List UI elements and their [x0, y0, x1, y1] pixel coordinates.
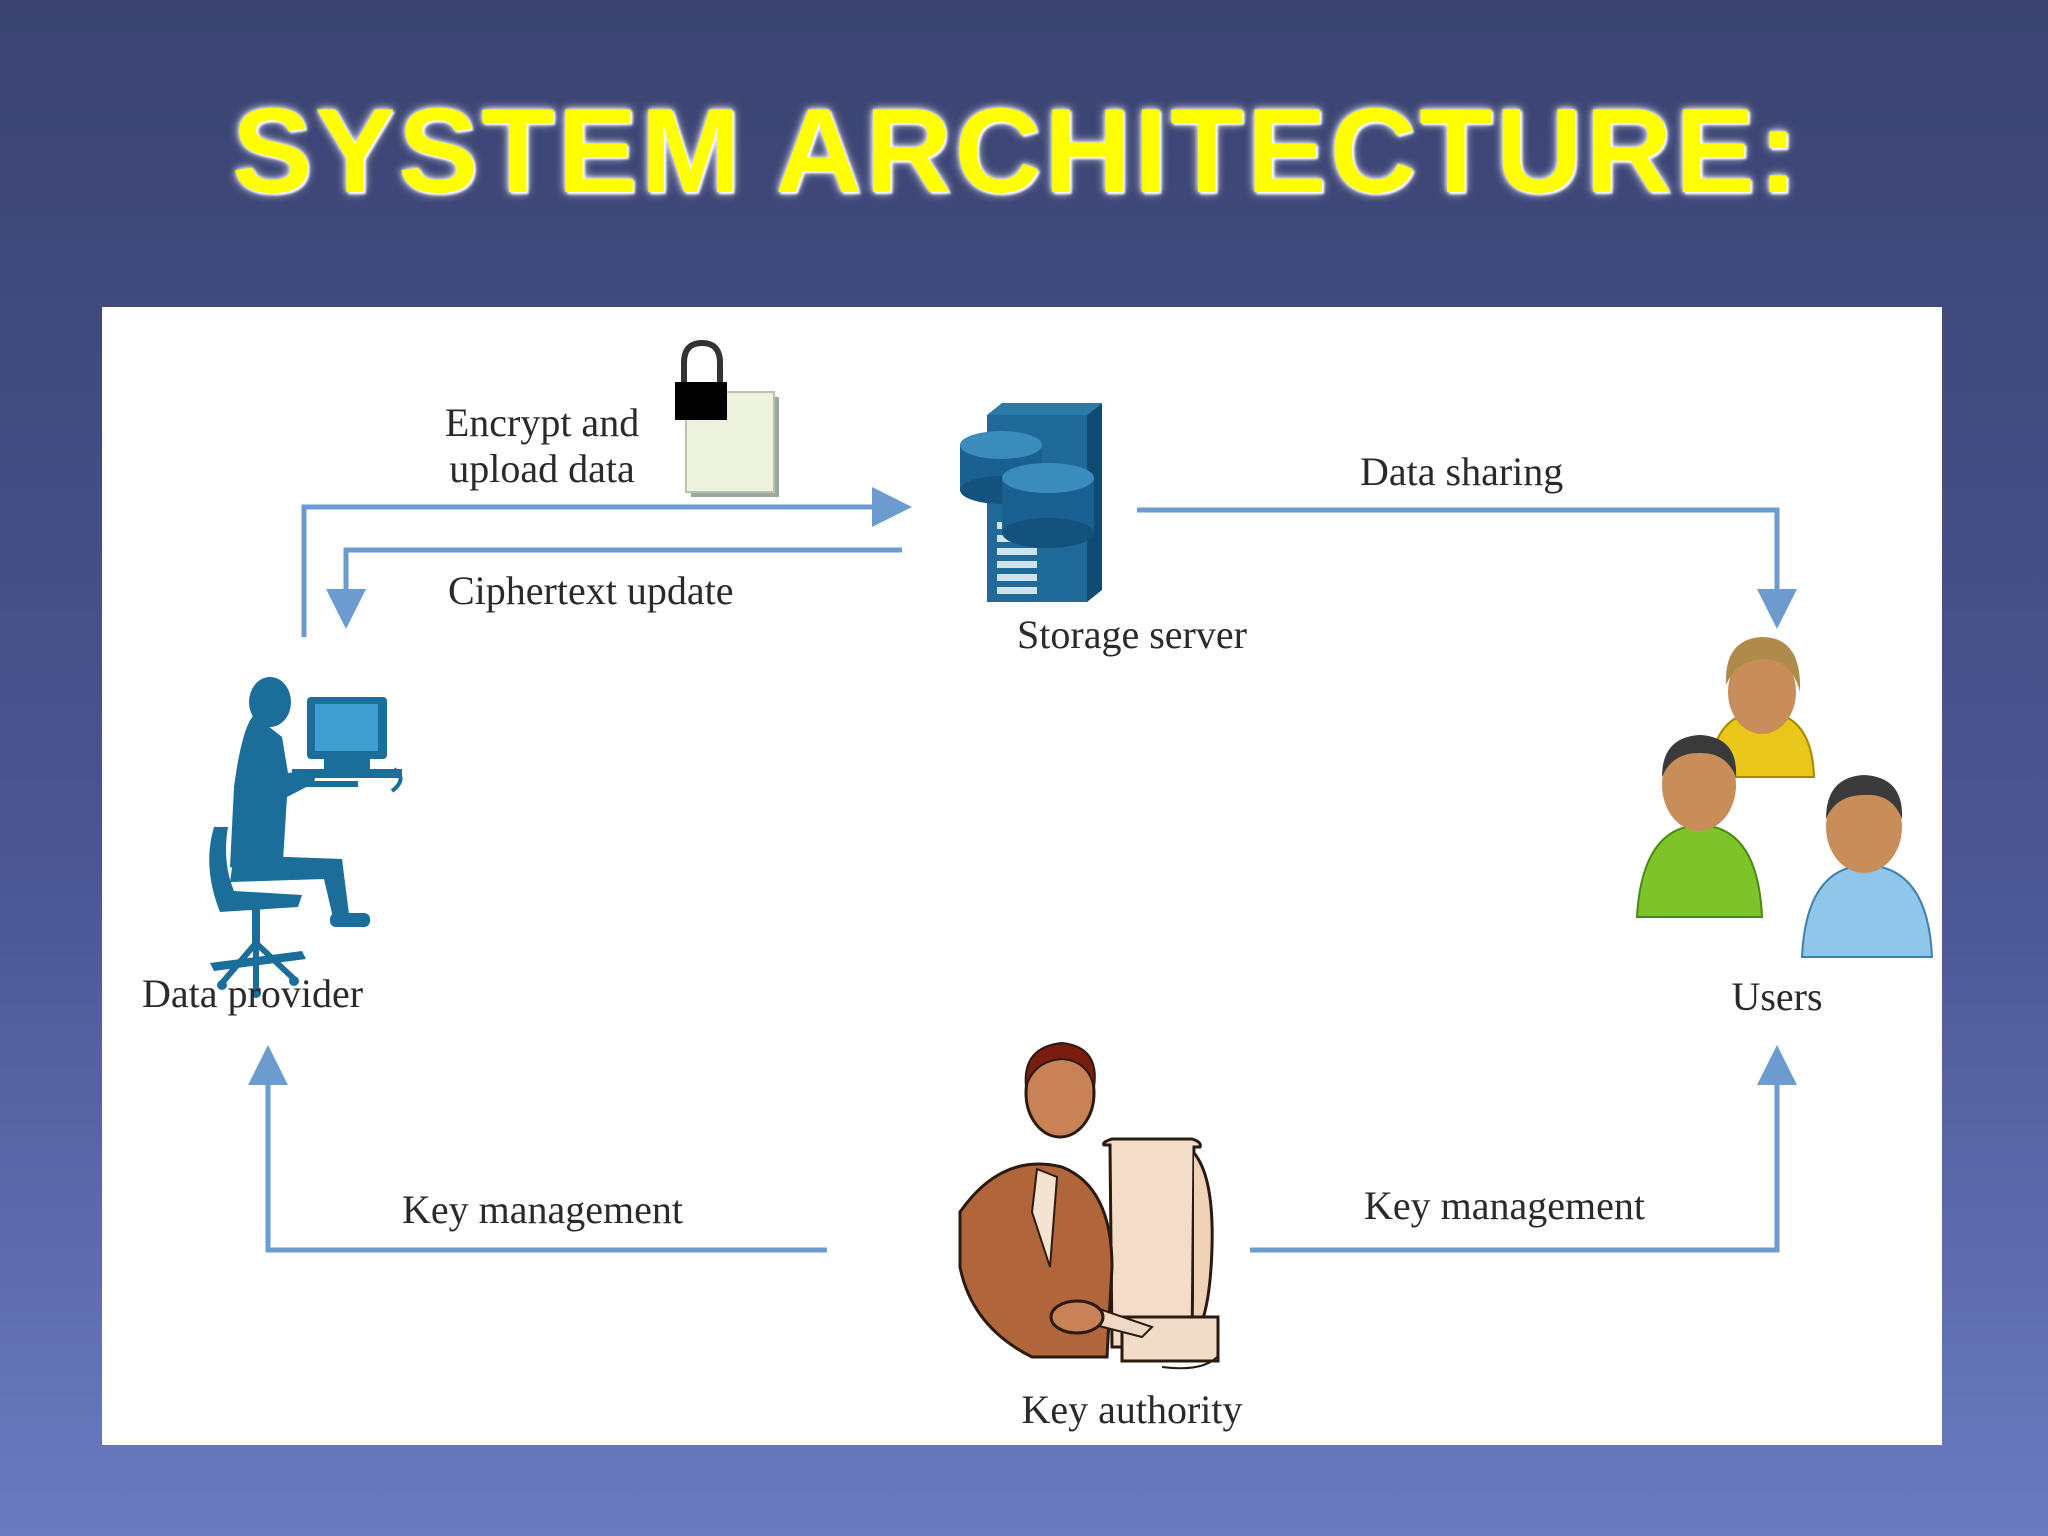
- encrypt-upload-label: Encrypt and upload data: [432, 400, 652, 492]
- encrypt-upload-label-line1: Encrypt and: [444, 400, 640, 445]
- slide-title: SYSTEM ARCHITECTURE:: [232, 84, 1801, 218]
- key-management-left-arrow: [248, 1045, 827, 1253]
- diagram-canvas: [209, 339, 1934, 1370]
- encrypt-upload-arrow: [301, 487, 912, 637]
- key-management-right-label: Key management: [1364, 1183, 1645, 1228]
- ciphertext-update-arrow: [326, 547, 902, 629]
- data-sharing-arrow: [1137, 507, 1797, 629]
- server-icon: [960, 403, 1102, 602]
- person-at-computer-icon: [209, 677, 403, 998]
- key-authority-label: Key authority: [1021, 1387, 1243, 1432]
- data-sharing-label: Data sharing: [1360, 449, 1564, 494]
- ciphertext-update-label: Ciphertext update: [448, 568, 734, 613]
- users-label: Users: [1731, 974, 1823, 1019]
- key-management-left-label: Key management: [402, 1187, 683, 1232]
- person-at-computer-icon: [958, 1041, 1220, 1370]
- data-provider-label: Data provider: [142, 971, 364, 1016]
- key-management-right-arrow: [1250, 1045, 1797, 1253]
- encrypt-upload-label-line2: upload data: [449, 446, 635, 491]
- storage-server-label: Storage server: [1017, 612, 1247, 657]
- architecture-diagram: Encrypt and upload data Ciphertext updat…: [102, 307, 1942, 1445]
- locked-document-icon: [675, 339, 779, 497]
- users-group-icon: [1635, 637, 1934, 958]
